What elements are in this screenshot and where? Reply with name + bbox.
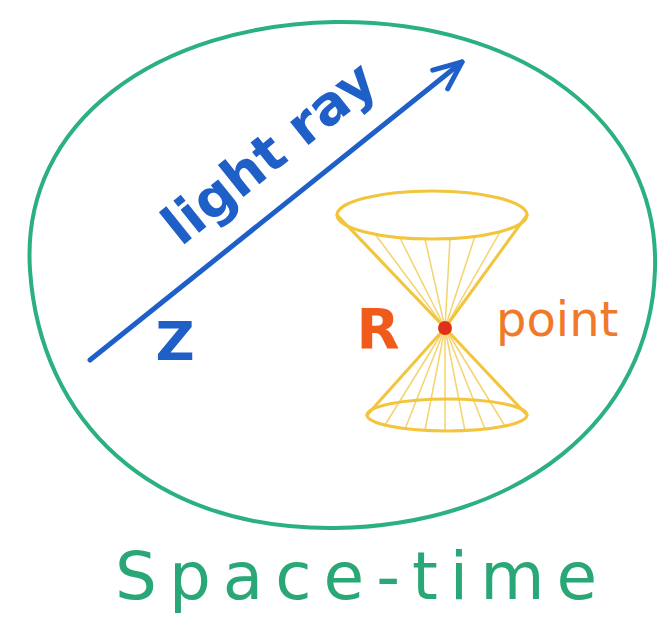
event-dot [438,321,452,335]
point-label: point [496,291,618,349]
point-name: R [357,295,400,362]
region-outline [29,22,655,528]
point-name: Z [156,310,195,375]
region-heading: Space-time [115,537,609,616]
ray-label: light ray [149,48,389,258]
